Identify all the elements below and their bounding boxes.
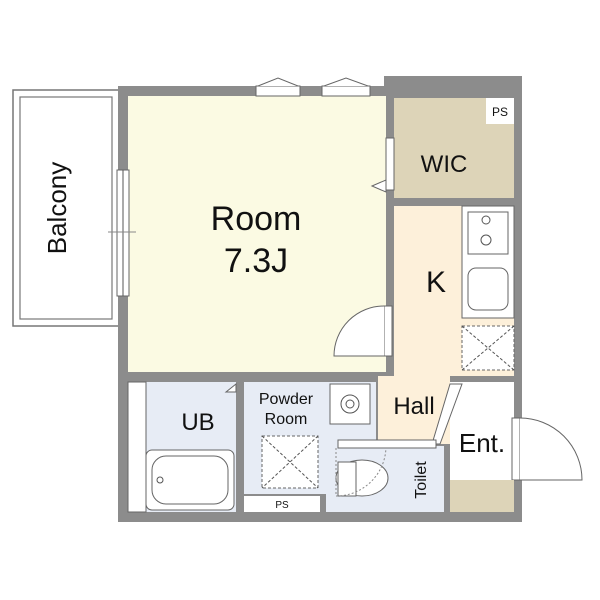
room-size-label: 7.3J [224,242,288,280]
ps-top-label: PS [492,105,508,119]
ps-bottom-label: PS [275,500,289,511]
room-labels: Balcony Room 7.3J WIC PS K Hall UB Powde… [42,105,508,511]
wic-label: WIC [421,151,468,178]
balcony-area [12,89,120,327]
powder-room-label-line2: Room [265,411,308,428]
room-name-label: Room [211,200,302,238]
ub-label: UB [181,409,214,436]
ps-top-floor [486,98,514,124]
entrance-mat [450,480,514,512]
balcony-label: Balcony [42,162,72,255]
interior-details [108,77,583,513]
kitchen-label: K [426,266,446,299]
entrance-label: Ent. [459,428,505,458]
toilet-label: Toilet [413,461,430,499]
main-room-floor [128,96,386,372]
powder-room-label-line1: Powder [259,391,314,408]
ps-bottom-floor [244,496,320,512]
hall-label: Hall [393,393,434,420]
